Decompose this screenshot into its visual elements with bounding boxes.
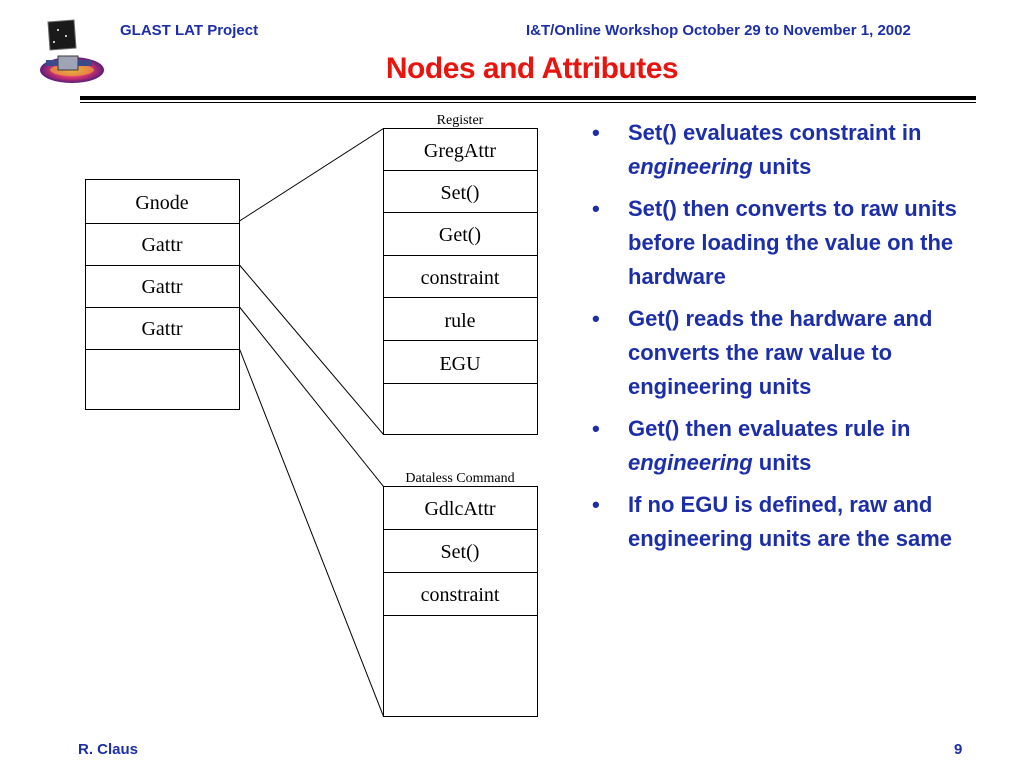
title-rule (80, 96, 976, 100)
author: R. Claus (78, 741, 139, 758)
bullet-text: Set() evaluates constraint in (628, 120, 922, 145)
bullet-dot-icon: • (592, 492, 600, 517)
register-row-0: GregAttr (424, 140, 497, 162)
gnode-label: Gnode (135, 192, 188, 214)
bullet-text: Set() then converts to raw units before … (628, 196, 957, 289)
gattr-label-2: Gattr (141, 276, 182, 298)
bullet-item: • Set() then converts to raw units before… (588, 192, 988, 294)
workshop-name: I&T/Online Workshop October 29 to Novemb… (526, 22, 911, 39)
gattr-label-1: Gattr (141, 234, 182, 256)
register-row-3: constraint (421, 267, 500, 289)
bullet-text: Get() reads the hardware and converts th… (628, 306, 933, 399)
gattr-label-3: Gattr (141, 318, 182, 340)
bullet-dot-icon: • (592, 416, 600, 441)
register-caption: Register (437, 113, 484, 128)
command-table (383, 486, 538, 717)
project-name: GLAST LAT Project (120, 22, 259, 39)
bullet-emphasis: engineering (628, 450, 753, 475)
register-row-4: rule (444, 310, 475, 332)
connector-gattr2-command-bottom (239, 348, 384, 717)
command-row-1: Set() (441, 541, 480, 563)
connector-gattr2-command-top (239, 306, 384, 487)
register-row-2: Get() (439, 224, 481, 246)
command-caption: Dataless Command (405, 471, 514, 486)
slide-title: Nodes and Attributes (385, 52, 679, 85)
bullet-list: • Set() evaluates constraint in engineeri… (588, 116, 988, 564)
bullet-item: • Get() then evaluates rule in engineerin… (588, 412, 988, 480)
bullet-text: If no EGU is defined, raw and engineerin… (628, 492, 952, 551)
register-row-5: EGU (439, 353, 481, 375)
bullet-dot-icon: • (592, 196, 600, 221)
connector-gattr1-register-bottom (239, 264, 384, 435)
bullet-text: units (752, 450, 812, 475)
connector-gattr1-register-top (239, 128, 384, 222)
bullet-emphasis: engineering (628, 154, 753, 179)
command-row-0: GdlcAttr (424, 498, 495, 520)
register-table (383, 128, 538, 435)
bullet-item: • If no EGU is defined, raw and engineeri… (588, 488, 988, 556)
bullet-item: • Set() evaluates constraint in engineeri… (588, 116, 988, 184)
command-row-2: constraint (421, 584, 500, 606)
bullet-text: Get() then evaluates rule in (628, 416, 911, 441)
gnode-table (85, 179, 240, 410)
bullet-item: • Get() reads the hardware and converts t… (588, 302, 988, 404)
glast-logo (40, 19, 104, 83)
title-rule-thin (80, 102, 976, 103)
bullet-dot-icon: • (592, 306, 600, 331)
bullet-text: units (752, 154, 812, 179)
bullet-dot-icon: • (592, 120, 600, 145)
register-row-1: Set() (441, 182, 480, 204)
page-number: 9 (954, 741, 963, 758)
